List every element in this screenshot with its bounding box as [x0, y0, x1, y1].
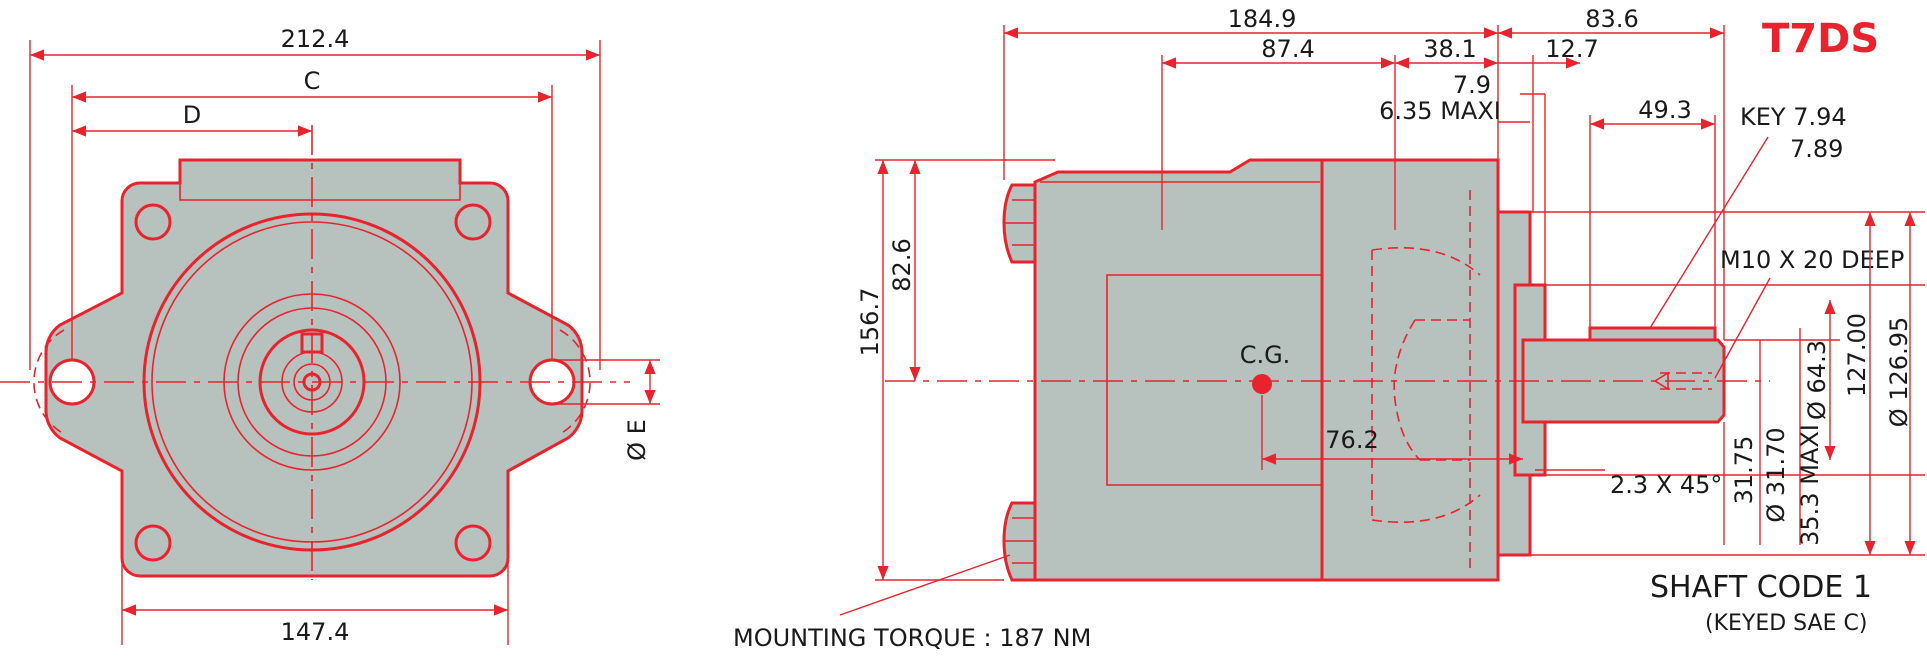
key-width-label-2: 7.89 — [1790, 135, 1843, 163]
dim-dia-31-70: Ø 31.70 — [1762, 427, 1790, 522]
model-title: T7DS — [1762, 16, 1879, 62]
front-hidden-arc-left — [33, 329, 65, 435]
dim-dia-64-3: Ø 64.3 — [1803, 340, 1831, 420]
dim-76-2: 76.2 — [1325, 426, 1378, 454]
front-view: 212.4 C D 147.4 Ø E — [0, 25, 660, 646]
key-width-label-1: KEY 7.94 — [1740, 103, 1847, 131]
dim-49-3: 49.3 — [1638, 96, 1691, 124]
shaft-code-label: SHAFT CODE 1 — [1650, 570, 1872, 605]
dim-82-6: 82.6 — [888, 238, 916, 291]
mounting-torque-leader — [839, 554, 1011, 616]
cg-marker — [1252, 374, 1272, 394]
dim-12-7: 12.7 — [1545, 35, 1598, 63]
dim-87-4: 87.4 — [1261, 35, 1314, 63]
mounting-torque-note: MOUNTING TORQUE : 187 NM — [733, 624, 1091, 652]
chamfer-label: 2.3 X 45° — [1610, 471, 1722, 499]
front-boss-top — [179, 183, 461, 201]
side-port-pad — [1106, 274, 1323, 486]
dim-dia-126-95: Ø 126.95 — [1885, 317, 1913, 428]
front-bolt-hole-tl — [134, 203, 172, 241]
front-hidden-arc-right — [559, 329, 591, 435]
side-view: C.G. 76.2 184.9 83.6 87.4 38.1 12.7 7.9 … — [856, 5, 1925, 582]
thread-label: M10 X 20 DEEP — [1720, 246, 1904, 274]
dim-7-9: 7.9 — [1453, 71, 1491, 99]
dim-31-75: 31.75 — [1730, 436, 1758, 505]
side-end-cover — [1033, 158, 1324, 582]
cg-label: C.G. — [1240, 341, 1291, 369]
dim-e: Ø E — [623, 419, 651, 461]
key-leader — [1649, 136, 1769, 329]
shaft-type-label: (KEYED SAE C) — [1705, 611, 1867, 636]
dim-35-3-maxi: 35.3 MAXI — [1796, 424, 1824, 546]
front-bolt-hole-br — [454, 524, 492, 562]
dim-212-4: 212.4 — [281, 25, 350, 53]
dim-c: C — [304, 67, 321, 95]
dim-83-6: 83.6 — [1585, 5, 1638, 33]
side-cartridge-body — [1320, 158, 1500, 582]
dim-d: D — [183, 101, 201, 129]
front-bolt-hole-bl — [134, 524, 172, 562]
front-bolt-hole-tr — [454, 203, 492, 241]
dim-38-1: 38.1 — [1423, 35, 1476, 63]
dim-184-9: 184.9 — [1228, 5, 1297, 33]
dim-6-35-maxi: 6.35 MAXI — [1379, 97, 1501, 125]
side-shaft-key — [1588, 326, 1717, 342]
dim-156-7: 156.7 — [856, 288, 884, 357]
thread-leader — [1714, 277, 1771, 379]
dim-147-4: 147.4 — [281, 618, 350, 646]
dim-127-00: 127.00 — [1843, 313, 1871, 397]
